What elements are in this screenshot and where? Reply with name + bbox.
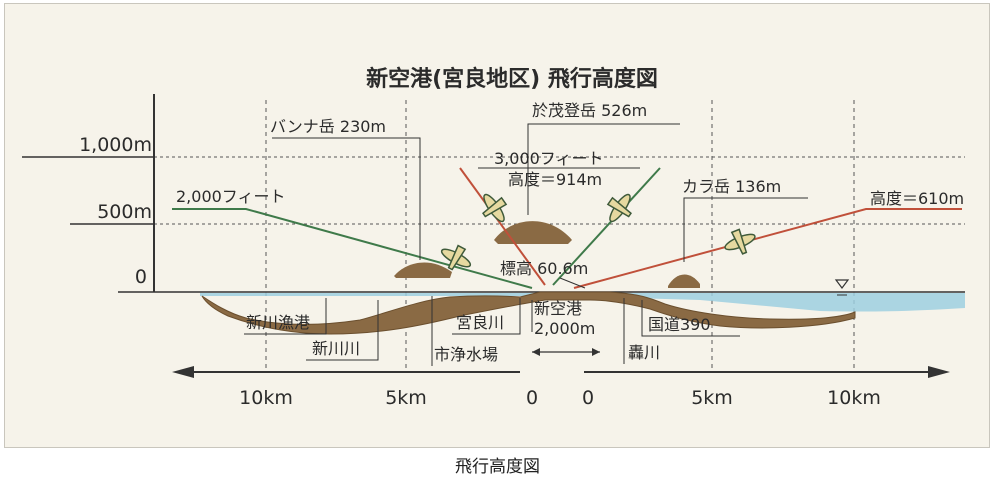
- airplane-icon: [440, 244, 472, 271]
- airplane-icon: [482, 193, 508, 223]
- x-label-right-0: 0: [582, 387, 594, 409]
- sea-area: [200, 293, 965, 312]
- diagram-frame: [4, 3, 990, 448]
- label-altitude-914m: 高度＝914m: [508, 170, 602, 189]
- approach-path-3000ft-left: [459, 167, 546, 286]
- label-shinkawa-fishing-port: 新川漁港: [246, 313, 310, 332]
- approach-path-2000ft: [172, 208, 533, 289]
- leader-banna: [272, 137, 421, 260]
- label-route-390: 国道390: [648, 315, 711, 334]
- x-axis-left-arrow-icon: [172, 366, 194, 378]
- arrow-left-icon: [532, 348, 540, 356]
- sea-level-marker-icon: [834, 279, 850, 296]
- mountain-omoto: [494, 221, 572, 244]
- leader-omoto: [527, 123, 680, 215]
- label-altitude-610m: 高度＝610m: [870, 189, 964, 208]
- label-runway-length: 2,000m: [534, 319, 595, 338]
- x-label-left-0: 0: [526, 387, 538, 409]
- x-label-right-5km: 5km: [691, 387, 733, 409]
- y-label-1000m: 1,000m: [79, 134, 152, 156]
- leader-shinkawa-river: [306, 300, 379, 361]
- label-shinkawa-river: 新川川: [312, 339, 360, 358]
- figure-caption: 飛行高度図: [455, 457, 540, 477]
- leader-route-390: [641, 300, 740, 337]
- label-new-airport: 新空港: [534, 299, 582, 318]
- label-elevation: 標高 60.6m: [500, 259, 588, 278]
- label-todoroki-river: 轟川: [628, 343, 660, 362]
- arrow-right-icon: [592, 348, 600, 356]
- leader-kara: [683, 197, 808, 262]
- label-miyara-river: 宮良川: [456, 313, 504, 332]
- mountain-kara: [668, 274, 700, 288]
- x-label-left-10km: 10km: [239, 387, 293, 409]
- terrain-profile: [201, 291, 856, 335]
- airplane-icon: [606, 193, 632, 223]
- label-3000ft: 3,000フィート: [494, 149, 604, 168]
- airplane-icon: [724, 228, 756, 255]
- label-2000ft: 2,000フィート: [176, 187, 286, 206]
- diagram-title: 新空港(宮良地区) 飛行高度図: [366, 66, 658, 92]
- approach-path-3000ft-right: [552, 167, 661, 286]
- approach-path-610m: [573, 208, 962, 289]
- x-axis-right-arrow-icon: [928, 366, 950, 378]
- mountain-banna: [394, 262, 452, 278]
- label-banna-peak: バンナ岳 230m: [270, 117, 386, 136]
- label-kara-peak: カラ岳 136m: [682, 177, 781, 196]
- leader-miyara-river: [452, 298, 521, 335]
- label-omoto-peak: 於茂登岳 526m: [532, 101, 647, 120]
- leader-elevation: [559, 277, 586, 289]
- y-label-0: 0: [135, 266, 147, 288]
- leader-shinkawa-port: [244, 298, 327, 335]
- x-label-left-5km: 5km: [385, 387, 427, 409]
- label-water-plant: 市浄水場: [434, 345, 498, 364]
- flight-altitude-diagram: 新空港(宮良地区) 飛行高度図 1,000m 500m 0: [22, 66, 965, 409]
- y-label-500m: 500m: [97, 201, 152, 223]
- x-label-right-10km: 10km: [827, 387, 881, 409]
